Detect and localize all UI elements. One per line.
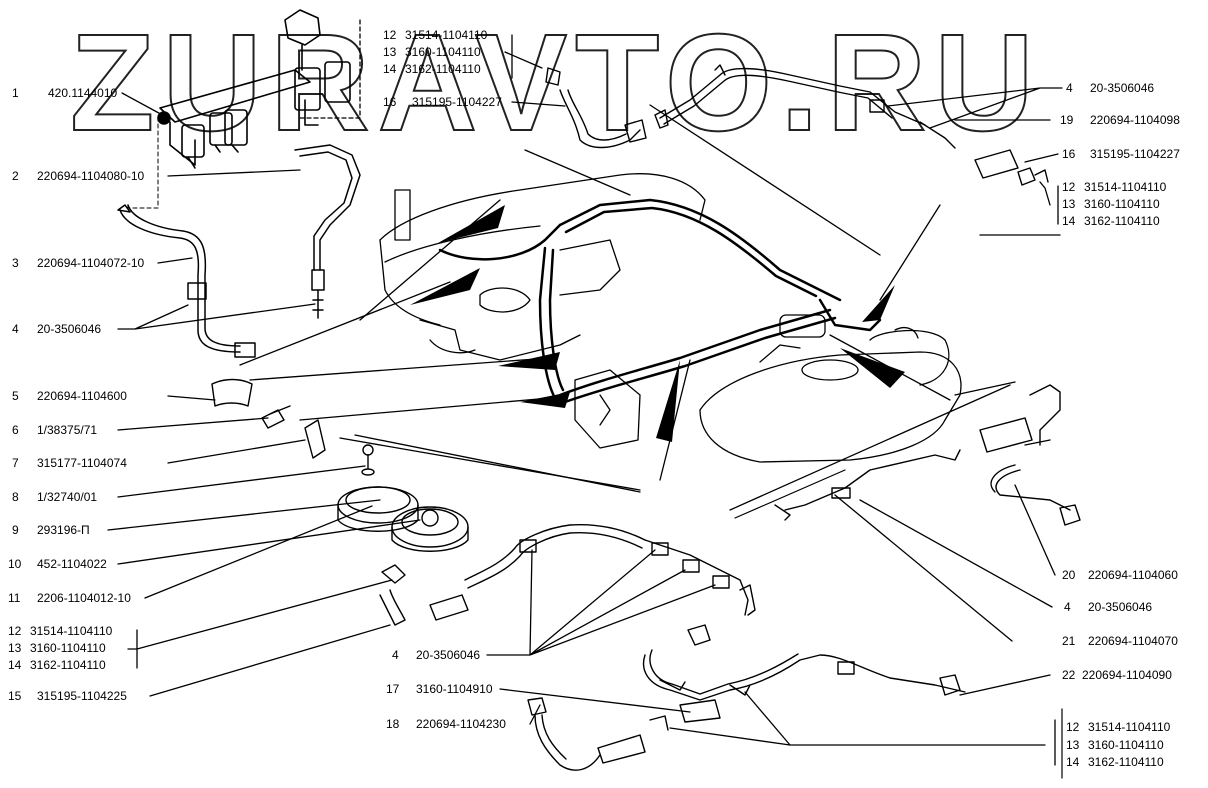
arrow-heads bbox=[410, 205, 905, 442]
injector-rail bbox=[157, 9, 351, 169]
bolt-6 bbox=[261, 405, 291, 429]
pump-cover-11 bbox=[391, 506, 469, 552]
leader-lines-left bbox=[107, 92, 421, 697]
leader-lines-right bbox=[669, 87, 1063, 766]
screw-8 bbox=[361, 444, 375, 476]
connectors-right bbox=[974, 149, 1049, 186]
fuel-tank bbox=[699, 314, 1016, 463]
hose-16 bbox=[545, 67, 647, 149]
fuel-filter bbox=[774, 384, 1081, 526]
separator-lines bbox=[734, 469, 1063, 779]
clip-7 bbox=[304, 419, 326, 459]
hose-2 bbox=[294, 144, 361, 319]
fuel-lines-main bbox=[438, 198, 882, 404]
hose-assembly-bottom bbox=[464, 523, 966, 701]
vehicle-underbody bbox=[379, 173, 706, 449]
hose-18 bbox=[527, 697, 721, 771]
plate-9-10 bbox=[337, 486, 419, 532]
clamp-5 bbox=[211, 378, 253, 407]
pointer-lines bbox=[239, 104, 1061, 511]
hose-15 bbox=[379, 564, 469, 626]
hose-19 bbox=[654, 64, 956, 149]
leader-lines-bottom bbox=[486, 549, 716, 725]
hose-3 bbox=[117, 117, 256, 358]
leader-lines-top bbox=[299, 19, 566, 119]
